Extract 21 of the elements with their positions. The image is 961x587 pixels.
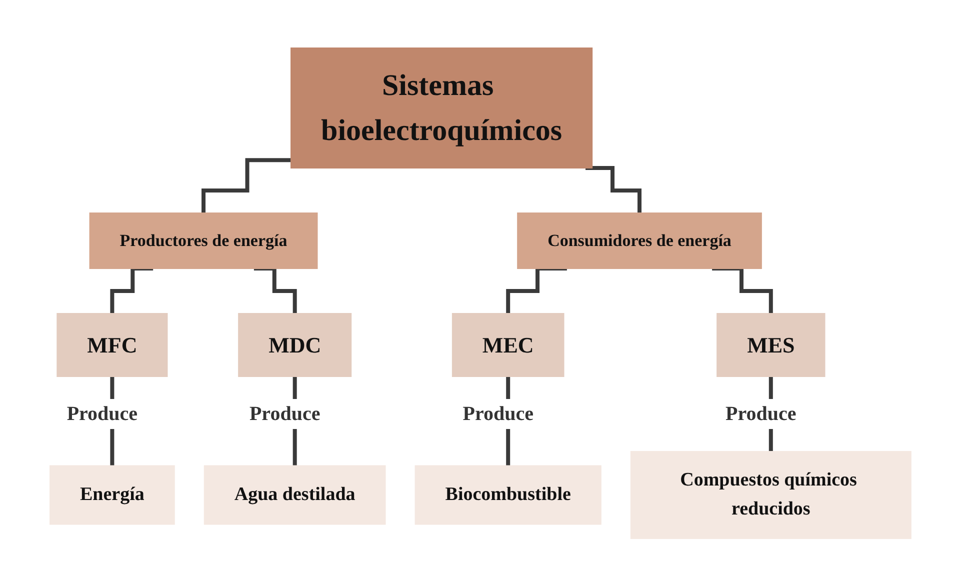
connector	[254, 266, 297, 316]
node-box: Compuestos químicos reducidos	[630, 451, 912, 540]
connector	[506, 266, 567, 316]
node-box: Energía	[50, 466, 175, 525]
node-box: Productores de energía	[89, 212, 318, 270]
node-box: Consumidores de energía	[517, 212, 762, 270]
node-box: MES	[716, 313, 826, 378]
node-box: MDC	[238, 313, 352, 378]
connector	[712, 266, 773, 316]
edge-label: Produce	[726, 403, 796, 426]
node-box: MFC	[56, 313, 168, 378]
node-box: Agua destilada	[204, 466, 386, 525]
edge-label: Produce	[250, 403, 320, 426]
connector	[110, 266, 154, 316]
node-box: MEC	[452, 313, 564, 378]
connector	[202, 158, 292, 216]
edge-label: Produce	[66, 403, 138, 426]
node-box: Biocombustible	[414, 466, 602, 525]
edge-label: Produce	[462, 403, 534, 426]
node-box: Sistemas bioelectroquímicos	[290, 48, 593, 169]
connector	[586, 166, 642, 216]
